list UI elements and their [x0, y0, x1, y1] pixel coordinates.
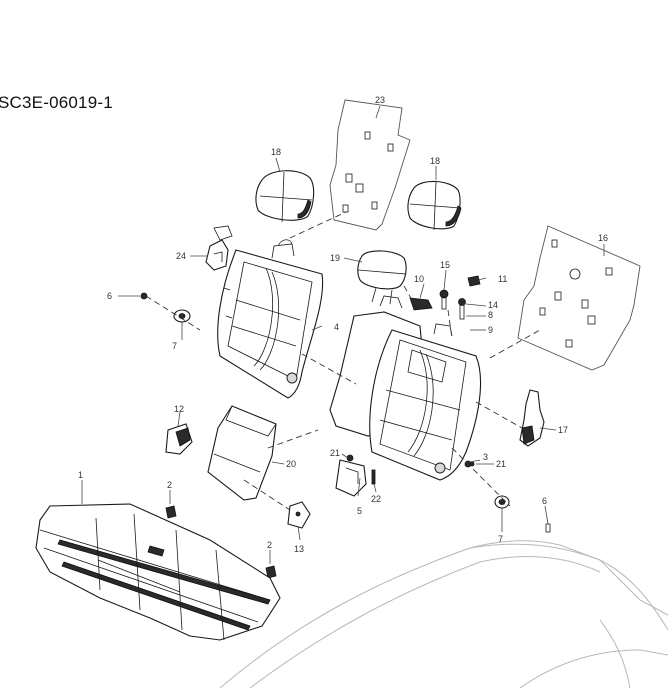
part-12-bracket — [165, 423, 193, 455]
callout-3: 3 — [483, 452, 488, 462]
part-2-clip-lower — [265, 565, 277, 579]
part-23-backrest-panel — [329, 99, 411, 231]
part-7-bushing-right — [494, 495, 510, 509]
callout-6-left: 6 — [107, 291, 112, 301]
callout-6-right: 6 — [542, 496, 547, 506]
part-7-bushing-left — [173, 309, 191, 323]
callout-18-right: 18 — [430, 156, 440, 166]
part-6-screw-right — [545, 523, 551, 533]
part-10-bezel — [409, 297, 433, 311]
part-15-bolt — [439, 289, 449, 310]
callout-21-left: 21 — [330, 448, 340, 458]
callout-8: 8 — [488, 310, 493, 320]
callout-20: 20 — [286, 459, 296, 469]
part-18-headrest-left — [255, 170, 315, 223]
part-14-bolt — [458, 298, 466, 320]
part-2-clip-upper — [165, 505, 177, 519]
callout-1: 1 — [78, 470, 83, 480]
part-18-headrest-right — [407, 180, 462, 231]
callout-14: 14 — [488, 300, 498, 310]
callout-17: 17 — [558, 425, 568, 435]
part-19-headrest-center — [357, 250, 407, 305]
callout-15: 15 — [440, 260, 450, 270]
part-17-hinge-bracket — [519, 389, 545, 447]
callout-labels: 1 2 2 3 4 5 6 6 7 7 8 9 10 11 12 13 14 1… — [78, 95, 608, 554]
assembly-dashed-lines — [145, 211, 541, 511]
callout-22: 22 — [371, 494, 381, 504]
callout-12: 12 — [174, 404, 184, 414]
callout-18-left: 18 — [271, 147, 281, 157]
part-24-latch-bracket — [205, 225, 233, 271]
diagram-title: SC3E-06019-1 — [0, 93, 113, 112]
callout-7-left: 7 — [172, 341, 177, 351]
part-16-backrest-panel — [517, 225, 641, 371]
callout-24: 24 — [176, 251, 186, 261]
part-5-bracket — [335, 454, 367, 497]
callout-9: 9 — [488, 325, 493, 335]
callout-19: 19 — [330, 253, 340, 263]
part-20-armrest — [207, 405, 277, 501]
part-4-backrest-left — [217, 239, 324, 399]
callout-13: 13 — [294, 544, 304, 554]
vehicle-body-outline — [219, 540, 668, 688]
callout-2-lower: 2 — [267, 540, 272, 550]
callout-21-right: 21 — [496, 459, 506, 469]
callout-16: 16 — [598, 233, 608, 243]
callout-5: 5 — [357, 506, 362, 516]
part-11-clip — [467, 275, 481, 287]
callout-7-right: 7 — [498, 534, 503, 544]
callout-23: 23 — [375, 95, 385, 105]
part-22-stud — [371, 469, 376, 485]
callout-11: 11 — [498, 274, 507, 284]
part-1-seat-cushion — [35, 503, 281, 641]
callout-2-upper: 2 — [167, 480, 172, 490]
part-21-nut — [469, 461, 475, 467]
callout-10: 10 — [414, 274, 424, 284]
callout-4: 4 — [334, 322, 339, 332]
part-6-screw-left — [140, 292, 148, 300]
part-13-hinge-plate — [287, 501, 311, 529]
part-backrest-right — [329, 295, 481, 481]
callout-leader-lines — [81, 105, 605, 564]
